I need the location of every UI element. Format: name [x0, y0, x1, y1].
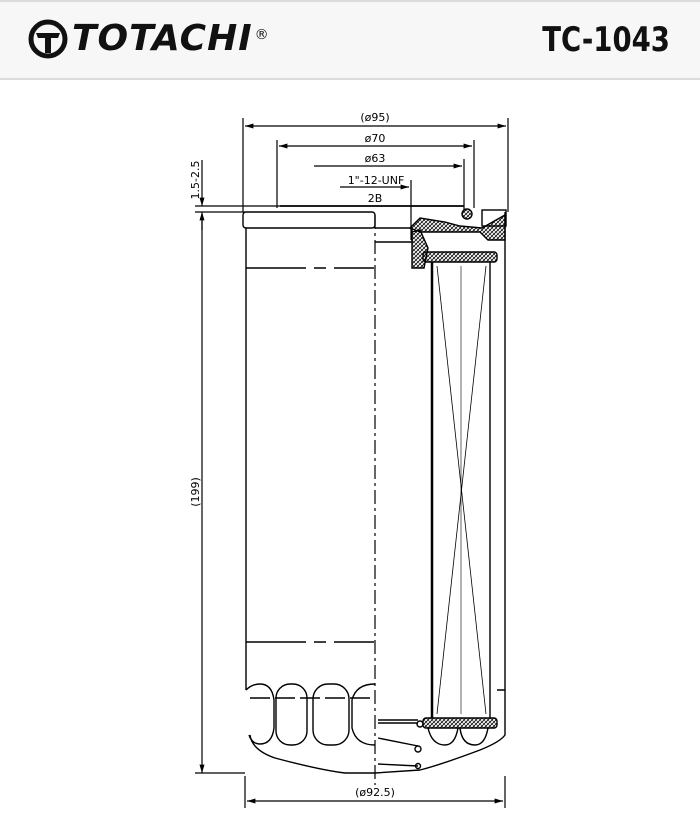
- dim-gasket-outer: ø70: [276, 132, 475, 208]
- dim-outer-diameter-top: (ø95): [242, 111, 509, 212]
- part-number: TC-1043: [542, 20, 670, 60]
- brand-name: TOTACHI: [72, 18, 253, 59]
- dim-label-2b: 2B: [368, 192, 383, 205]
- dim-gasket-inner: ø63: [314, 152, 465, 210]
- dim-height: 1.5-2.5 (199): [189, 160, 280, 774]
- dim-label-70: ø70: [365, 132, 386, 145]
- registered-mark: ®: [254, 26, 270, 43]
- dim-label-thread: 1"-12-UNF: [348, 174, 405, 187]
- filter-housing-exterior: [242, 205, 464, 774]
- dim-label-63: ø63: [365, 152, 386, 165]
- dim-thread: 1"-12-UNF 2B: [340, 174, 412, 240]
- dim-label-92-5: (ø92.5): [355, 786, 395, 799]
- dim-label-95: (ø95): [360, 111, 389, 124]
- dim-label-gasket-height: 1.5-2.5: [189, 161, 202, 200]
- dim-outer-diameter-bottom: (ø92.5): [244, 776, 506, 808]
- totachi-emblem-icon: [28, 19, 68, 58]
- filter-section-view: [374, 208, 507, 774]
- brand-logo: TOTACHI ®: [28, 18, 270, 59]
- header: TOTACHI ® TC-1043: [0, 0, 700, 80]
- dim-label-199: (199): [189, 477, 202, 507]
